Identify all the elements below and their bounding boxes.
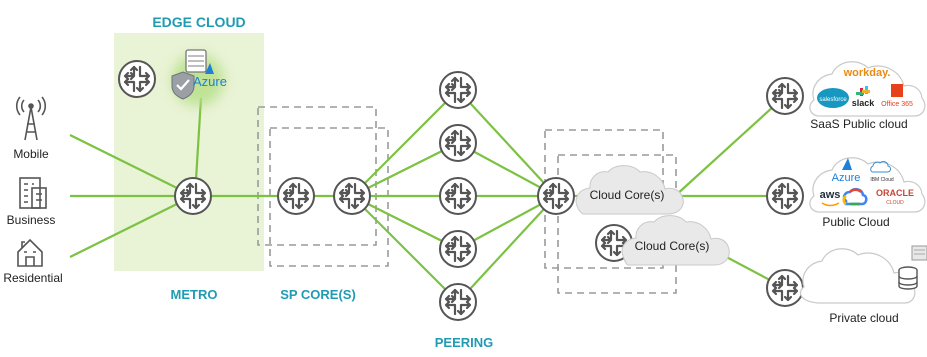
ibm-cloud-icon bbox=[870, 161, 891, 173]
sp-core-label: SP CORE(S) bbox=[280, 287, 356, 302]
metro-router bbox=[173, 176, 213, 216]
cloud-core-router-1 bbox=[536, 176, 576, 216]
public-cloud-label: Public Cloud bbox=[822, 215, 889, 229]
azure-logo-text: Azure bbox=[193, 74, 227, 89]
metro-label: METRO bbox=[171, 287, 218, 302]
private-cloud bbox=[799, 245, 927, 304]
salesforce-logo: salesforce bbox=[819, 97, 847, 103]
private-cloud-router bbox=[765, 268, 805, 308]
sp-core-box-1 bbox=[257, 106, 377, 246]
azure-logo-icon bbox=[842, 158, 852, 170]
edge-cloud-label: EDGE CLOUD bbox=[152, 14, 245, 30]
peering-label: PEERING bbox=[435, 335, 494, 350]
public-cloud-router bbox=[765, 176, 805, 216]
salesforce-logo-icon bbox=[817, 88, 849, 108]
peering-router-1 bbox=[438, 70, 478, 110]
oracle-cloud-logo: CLOUD bbox=[886, 200, 904, 206]
aws-logo: aws bbox=[820, 189, 841, 201]
database-icon bbox=[898, 266, 918, 290]
saas-cloud: workday. salesforce slack Office 365 bbox=[809, 61, 926, 117]
server-rack-icon bbox=[911, 245, 927, 261]
azure-logo-icon bbox=[205, 63, 214, 74]
office-building-icon bbox=[19, 177, 47, 209]
slack-logo: slack bbox=[852, 98, 876, 108]
cloud-core-2: Cloud Core(s) bbox=[621, 215, 730, 266]
oracle-logo: ORACLE bbox=[876, 188, 914, 198]
cell-tower-icon bbox=[15, 96, 47, 141]
aws-smile-icon bbox=[821, 202, 840, 207]
site-label-mobile: Mobile bbox=[13, 147, 49, 161]
site-label-business: Business bbox=[7, 213, 56, 227]
peering-router-4 bbox=[438, 229, 478, 269]
office365-logo-icon bbox=[891, 84, 903, 97]
workday-logo: workday. bbox=[843, 67, 891, 79]
cloud-core-label-1: Cloud Core(s) bbox=[590, 188, 665, 202]
peering-router-3 bbox=[438, 176, 478, 216]
edge-router bbox=[117, 59, 157, 99]
private-cloud-label: Private cloud bbox=[829, 311, 898, 325]
saas-router bbox=[765, 76, 805, 116]
slack-logo-icon bbox=[856, 86, 870, 96]
public-cloud: Azure IBM Cloud aws ORACLE CLOUD bbox=[809, 157, 926, 213]
saas-label: SaaS Public cloud bbox=[810, 117, 907, 131]
public-azure-logo: Azure bbox=[832, 172, 861, 184]
house-icon bbox=[17, 238, 43, 267]
sp-core-router-1 bbox=[276, 176, 316, 216]
peering-router-2 bbox=[438, 123, 478, 163]
ibm-cloud-logo: IBM Cloud bbox=[870, 177, 894, 183]
cloud-core-label-2: Cloud Core(s) bbox=[635, 239, 710, 253]
edge-azure-node: Azure bbox=[171, 49, 227, 106]
site-label-residential: Residential bbox=[3, 271, 62, 285]
cloud-core-1: Cloud Core(s) bbox=[575, 165, 684, 215]
google-cloud-icon bbox=[842, 187, 868, 206]
peering-router-5 bbox=[438, 282, 478, 322]
office365-logo: Office 365 bbox=[881, 101, 913, 108]
sp-core-router-2 bbox=[332, 176, 372, 216]
